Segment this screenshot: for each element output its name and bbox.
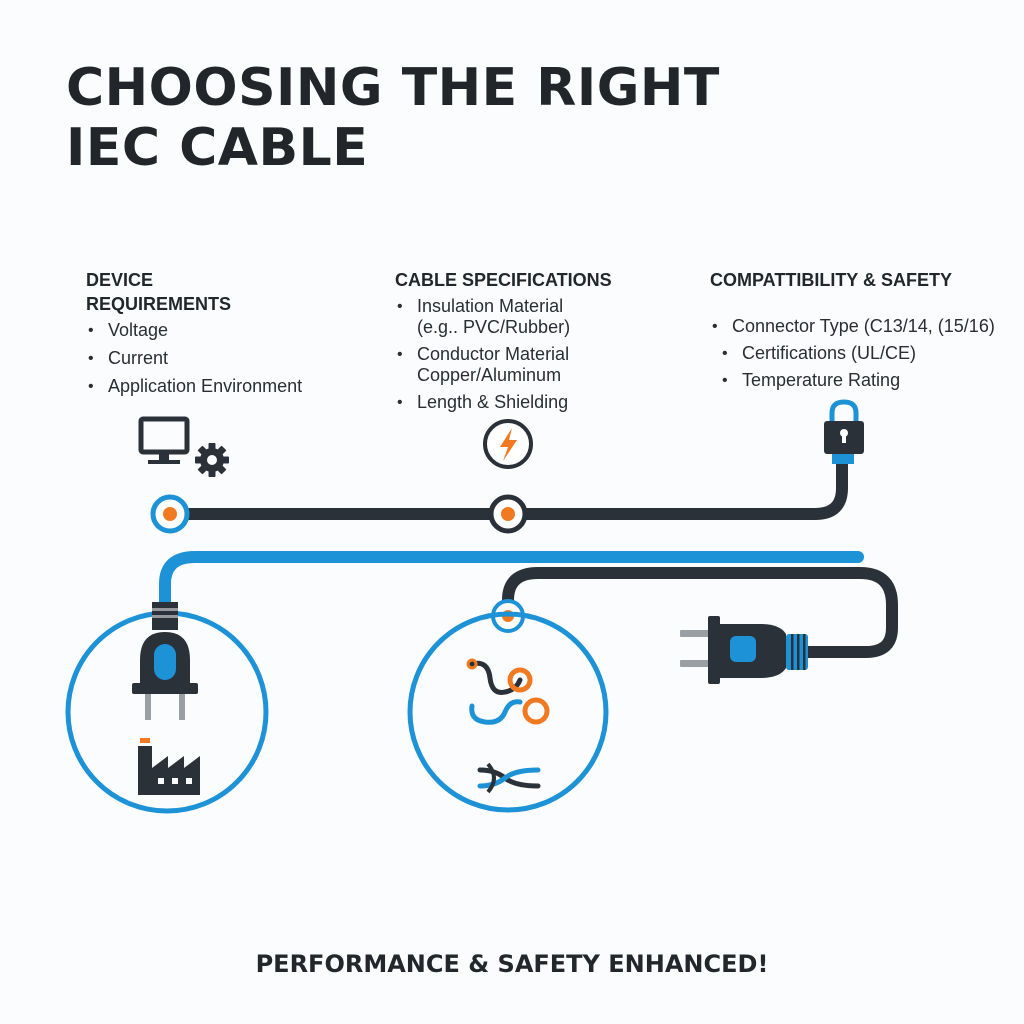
compatibility-safety-section: COMPATTIBILITY & SAFETY Connector Type (… (710, 268, 1020, 397)
factory-icon (138, 738, 200, 795)
connector-plug-icon (680, 616, 808, 684)
plug-icon (132, 602, 198, 720)
footer-tagline: PERFORMANCE & SAFETY ENHANCED! (255, 950, 769, 978)
lightning-icon (483, 419, 533, 469)
cable-specifications-heading: CABLE SPECIFICATIONS (395, 270, 612, 290)
title-line-1: CHOOSING THE RIGHT (66, 58, 720, 118)
title-line-2: IEC CABLE (66, 118, 369, 178)
twisted-wire-icon (477, 762, 541, 794)
device-requirements-list: Voltage Current Application Environment (86, 320, 376, 397)
list-item: Connector Type (C13/14, (15/16) (710, 316, 1020, 337)
dark-cable-bottom (502, 567, 898, 658)
list-item: Certifications (UL/CE) (720, 343, 1020, 364)
device-requirements-heading: DEVICE REQUIREMENTS (86, 270, 232, 314)
cable-coil-icon (466, 658, 550, 725)
list-item: Temperature Rating (720, 370, 1020, 391)
compatibility-safety-list: Connector Type (C13/14, (15/16) Certific… (710, 316, 1020, 391)
cable-specifications-list: Insulation Material (e.g.. PVC/Rubber) C… (395, 296, 695, 413)
node-marker-1 (150, 494, 190, 534)
list-item: Voltage (86, 320, 376, 341)
list-item: Insulation Material (e.g.. PVC/Rubber) (395, 296, 607, 338)
cable-specifications-section: CABLE SPECIFICATIONS Insulation Material… (395, 268, 695, 419)
list-item: Length & Shielding (395, 392, 695, 413)
monitor-icon (138, 416, 190, 464)
dark-cable-top (164, 456, 848, 520)
list-item: Application Environment (86, 376, 376, 397)
node-marker-2 (488, 494, 528, 534)
gear-icon (195, 443, 229, 477)
padlock-icon (824, 399, 864, 464)
compatibility-safety-heading: COMPATTIBILITY & SAFETY (710, 270, 952, 290)
specs-circle (407, 611, 609, 813)
list-item: Current (86, 348, 376, 369)
page-title: CHOOSING THE RIGHT IEC CABLE (66, 58, 720, 178)
device-requirements-section: DEVICE REQUIREMENTS Voltage Current Appl… (86, 268, 376, 404)
list-item: Conductor Material Copper/Aluminum (395, 344, 617, 386)
blue-cable (159, 551, 864, 616)
